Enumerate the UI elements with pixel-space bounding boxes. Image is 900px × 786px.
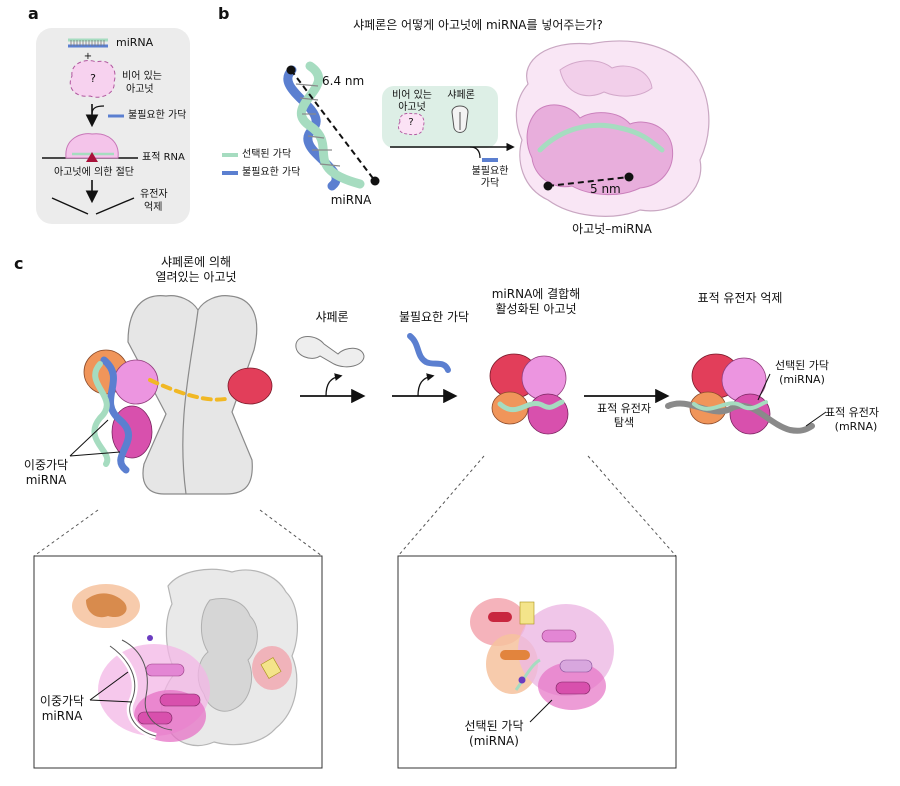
panel-c-released-chaperone [295, 336, 365, 368]
panel-c-active-pink [521, 355, 567, 401]
inset-left-duplex-line1: 이중가닥 [39, 694, 85, 708]
panel-c-red-domain [227, 367, 273, 405]
panel-a-unneeded-label: 불필요한 가닥 [128, 110, 187, 121]
panel-c-search-line2: 탐색 [613, 416, 635, 429]
panel-c-duplex-green [91, 361, 111, 467]
inset-right-selected-line1: 선택된 가닥 [464, 719, 524, 733]
panel-c-step-arrow-1-branch [325, 373, 343, 397]
zoom-guide-right-1 [397, 455, 485, 557]
panel-c-duplex-line2: miRNA [25, 473, 67, 487]
panel-a-cut-strand-right [95, 197, 135, 215]
panel-a-question: ? [90, 72, 96, 85]
panel-c-selected-line2: (miRNA) [779, 373, 825, 386]
panel-c-unneeded-label: 불필요한 가닥 [398, 310, 470, 324]
panel-b-legend-selected: 선택된 가닥 [242, 149, 292, 160]
panel-c-duplex-callout [69, 419, 121, 457]
inset-right-structure [470, 598, 614, 710]
panel-b-chaperone-icon [451, 105, 469, 133]
panel-b-legend-unneeded: 불필요한 가닥 [242, 167, 301, 178]
zoom-guide-left-1 [33, 509, 99, 557]
panel-b-title: 샤페론은 어떻게 아고넛에 miRNA를 넣어주는가? [353, 18, 603, 32]
panel-c-target-line1: 표적 유전자 [824, 406, 880, 419]
panel-b-release-branch [469, 146, 481, 159]
panel-a-target-rna-label: 표적 RNA [142, 152, 185, 163]
panel-c-opened-line1: 샤페론에 의해 [160, 255, 232, 269]
panel-b-unneeded-line2: 가닥 [480, 178, 500, 189]
panel-c-released-strand [407, 333, 451, 373]
panel-a-empty-ago-line2: 아고넛 [126, 84, 154, 95]
panel-c-label: c [14, 254, 24, 273]
panel-b-empty-argonaute [397, 112, 425, 136]
panel-b-question: ? [408, 117, 414, 128]
panel-b-empty-ago-line2: 아고넛 [398, 102, 426, 113]
panel-c-target-line2: (mRNA) [834, 420, 878, 433]
panel-c-duplex-line1: 이중가닥 [23, 458, 69, 472]
inset-left-duplex-callout [89, 671, 133, 703]
panel-a-empty-argonaute [69, 60, 116, 98]
panel-b-label: b [218, 4, 230, 23]
panel-b-mirna-label: miRNA [330, 193, 372, 207]
panel-a-cleavage-mark [86, 152, 98, 162]
inset-left-structure [72, 568, 298, 747]
panel-b-complex-label: 아고넛–miRNA [572, 222, 652, 236]
panel-a-loaded-argonaute [65, 133, 119, 159]
panel-b-mirna-helix [283, 61, 380, 191]
panel-c-linker [148, 378, 232, 402]
inset-right-selected-line2: (miRNA) [469, 734, 519, 748]
panel-c-activated-line2: 활성화된 아고넛 [495, 302, 577, 316]
panel-b-distance-1: 6.4 nm [322, 74, 365, 88]
panel-b-distance-2: 5 nm [590, 182, 621, 196]
panel-c-duplex-blue [100, 356, 132, 474]
panel-a-empty-ago-line1: 비어 있는 [122, 71, 162, 82]
panel-b-unneeded-line1: 불필요한 [471, 166, 509, 177]
panel-a-mirna-icon [68, 38, 108, 48]
panel-c-step-arrow-2-branch [417, 373, 435, 397]
panel-c-selected-line1: 선택된 가닥 [774, 359, 830, 372]
zoom-guide-left-2 [259, 509, 323, 557]
panel-a-cut-strand-left [51, 197, 89, 215]
panel-b-argonaute-surface [515, 40, 710, 217]
panel-a-repression-line2: 억제 [144, 202, 163, 213]
panel-b-chaperone-label: 샤페론 [447, 90, 475, 101]
panel-c-repression-label: 표적 유전자 억제 [697, 291, 783, 305]
panel-c-chaperone-seam [182, 309, 199, 495]
panel-a-release-branch [91, 105, 105, 115]
zoom-guide-right-2 [587, 455, 677, 557]
panel-a-label: a [28, 4, 39, 23]
panel-c-chaperone-label: 샤페론 [315, 310, 349, 324]
panel-c-active-guide [497, 399, 565, 413]
panel-c-opened-line2: 열려있는 아고넛 [155, 270, 237, 284]
panel-a-mirna-label: miRNA [116, 36, 154, 49]
panel-b-empty-ago-line1: 비어 있는 [392, 90, 432, 101]
panel-c-selected-callout [757, 373, 771, 401]
panel-c-final-guide [692, 400, 768, 411]
panel-c-target-callout [805, 411, 827, 427]
inset-right-selected-callout [529, 699, 553, 723]
panel-c-search-line1: 표적 유전자 [596, 402, 652, 415]
panel-a-plus: + [83, 51, 93, 62]
inset-left-duplex-line2: miRNA [41, 709, 83, 723]
panel-c-activated-line1: miRNA에 결합해 [491, 287, 581, 301]
panel-a-cleavage-label: 아고넛에 의한 절단 [54, 167, 134, 178]
panel-a-repression-line1: 유전자 [140, 189, 168, 200]
